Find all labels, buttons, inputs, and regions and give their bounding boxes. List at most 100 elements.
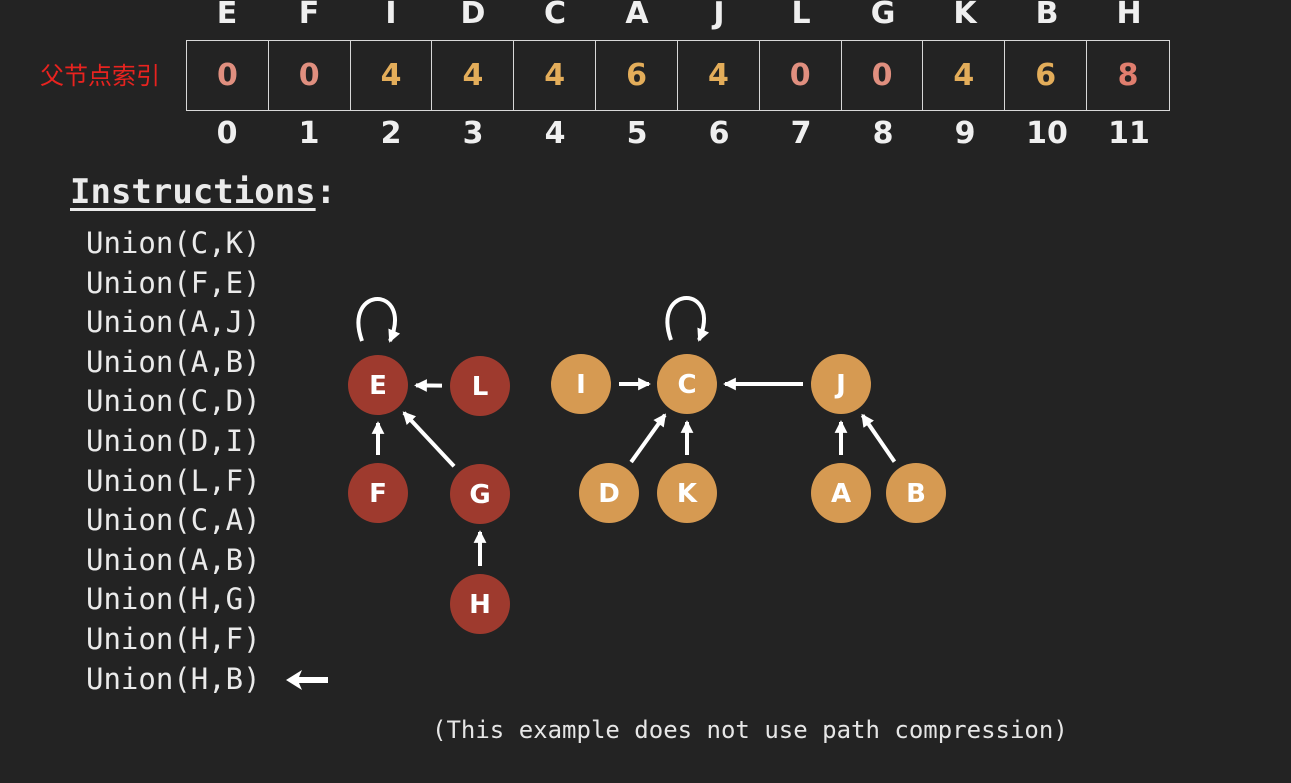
element-name-10: B [1035,0,1059,31]
instruction-item: Union(A,B) [86,343,261,383]
node-circle [551,354,611,414]
node-circle [348,463,408,523]
index-6: 6 [708,116,730,151]
instruction-item: Union(A,B) [86,541,261,581]
parent-cell-0: 0 [187,41,269,110]
index-4: 4 [544,116,566,151]
node-label: D [598,479,620,509]
instruction-item: Union(H,B) [86,660,328,700]
instruction-item: Union(C,K) [86,224,261,264]
node-F: F [348,463,408,523]
index-2: 2 [380,116,402,151]
instruction-text: Union(H,G) [86,582,261,617]
node-label: L [472,372,489,402]
current-step-arrow-icon [286,669,328,690]
parent-cell-5: 6 [596,41,678,110]
index-row: 0 1 2 3 4 5 6 7 8 9 10 11 [186,116,1170,151]
node-label: F [369,479,387,509]
instruction-item: Union(C,A) [86,501,261,541]
node-circle [886,463,946,523]
instruction-item: Union(H,G) [86,580,261,620]
element-name-9: K [953,0,977,31]
self-loop-C-icon [665,296,710,342]
edge-B-to-J [860,413,897,463]
node-K: K [657,463,717,523]
node-circle [657,463,717,523]
instruction-item: Union(F,E) [86,264,261,304]
node-C: C [657,354,717,414]
element-name-2: I [385,0,397,31]
node-label: C [677,370,696,400]
node-circle [811,463,871,523]
instruction-list: Union(C,K)Union(F,E)Union(A,J)Union(A,B)… [86,224,328,700]
node-circle [348,355,408,415]
index-11: 11 [1108,116,1150,151]
element-name-11: H [1116,0,1142,31]
element-name-7: L [791,0,811,31]
self-loop-E-icon [356,297,401,343]
node-L: L [450,356,510,416]
index-10: 10 [1026,116,1068,151]
node-circle [657,354,717,414]
instruction-text: Union(A,B) [86,542,261,577]
node-label: K [677,479,698,509]
node-label: J [834,370,846,400]
element-name-0: E [216,0,238,31]
edge-G-to-E [402,411,456,468]
index-0: 0 [216,116,238,151]
node-circle [811,354,871,414]
instruction-item: Union(A,J) [86,303,261,343]
parent-cell-10: 6 [1005,41,1088,110]
instruction-text: Union(A,J) [86,305,261,340]
parent-cell-11: 8 [1117,58,1139,93]
node-label: A [831,479,851,509]
node-label: E [369,371,387,401]
instruction-item: Union(D,I) [86,422,261,462]
node-label: H [469,590,491,620]
parent-cell-2: 4 [351,41,433,110]
parent-cell-1: 0 [269,41,351,110]
node-J: J [811,354,871,414]
parent-index-label: 父节点索引 [40,62,160,90]
node-D: D [579,463,639,523]
parent-cell-4: 4 [514,41,597,110]
instruction-text: Union(L,F) [86,463,261,498]
instruction-text: Union(F,E) [86,265,261,300]
node-I: I [551,354,611,414]
parent-cell-8: 0 [842,41,924,110]
node-circle [450,464,510,524]
instruction-item: Union(C,D) [86,382,261,422]
node-E: E [348,355,408,415]
index-5: 5 [626,116,648,151]
index-1: 1 [298,116,320,151]
instructions-title-colon: : [315,172,337,212]
element-name-4: C [543,0,567,31]
node-circle [450,574,510,634]
instruction-text: Union(D,I) [86,423,261,458]
index-7: 7 [790,116,812,151]
element-name-8: G [870,0,896,31]
node-label: I [576,370,586,400]
index-9: 9 [954,116,976,151]
instruction-item: Union(L,F) [86,462,261,502]
instructions-title-word: Instructions [70,172,316,212]
node-B: B [886,463,946,523]
path-compression-note: (This example does not use path compress… [432,716,1068,744]
index-3: 3 [462,116,484,151]
node-label: G [469,480,490,510]
node-H: H [450,574,510,634]
instruction-text: Union(H,B) [86,661,261,696]
node-circle [450,356,510,416]
index-8: 8 [872,116,894,151]
instruction-text: Union(C,K) [86,226,261,260]
node-G: G [450,464,510,524]
node-label: B [906,479,926,509]
parent-cell-6: 4 [678,41,760,110]
node-circle [579,463,639,523]
instruction-text: Union(C,D) [86,384,261,419]
instruction-text: Union(H,F) [86,621,261,656]
instructions-title: Instructions: [70,172,336,212]
